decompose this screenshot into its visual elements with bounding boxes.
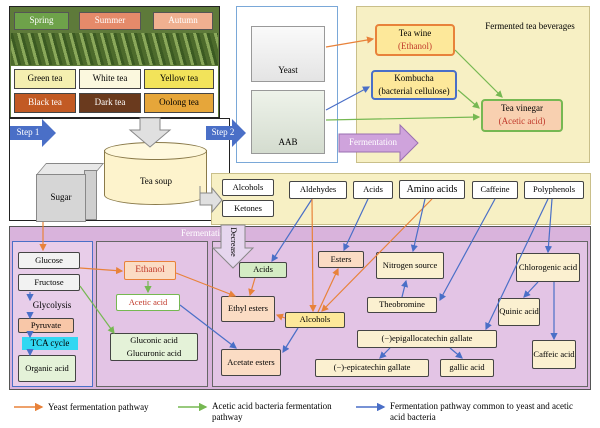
tea-vinegar-label: Tea vinegar	[500, 102, 544, 113]
step1-label: Step 1	[16, 127, 40, 138]
comp-polyphenols: Polyphenols	[524, 181, 584, 199]
node-glucuronic-acid: Glucuronic acid	[110, 347, 198, 361]
tea-black: Black tea	[14, 93, 76, 113]
arrow-decrease	[211, 224, 255, 269]
sub-panel-ethanol	[96, 241, 208, 387]
node-ecg: (−)-epicatechin gallate	[315, 359, 429, 377]
edge-aldehydes-acids	[271, 198, 313, 263]
edge-alcohols-acetate	[282, 327, 299, 354]
aab-label: AAB	[278, 137, 298, 148]
yeast-label: Yeast	[278, 65, 298, 76]
season-autumn: Autumn	[153, 12, 213, 30]
sugar-cube: Sugar	[36, 174, 86, 222]
lower-fermentation-title: Fermentation	[181, 228, 229, 239]
yeast-box	[251, 26, 325, 82]
node-esters: Esters	[318, 251, 364, 268]
tea-vinegar-sub: (Acetic acid)	[498, 115, 546, 126]
node-pyruvate: Pyruvate	[18, 318, 74, 333]
edge-chlorogenic-quinic	[523, 281, 539, 298]
node-acids: Acids	[239, 262, 287, 278]
tea-vinegar-box	[481, 99, 563, 132]
edge-yeast-wine	[325, 36, 375, 48]
node-gluconic-acid: Gluconic acid	[110, 333, 198, 347]
tea-yellow: Yellow tea	[144, 69, 214, 89]
edge-theobromine-nitrogen	[401, 279, 409, 298]
season-summer: Summer	[79, 12, 141, 30]
tea-soup-label: Tea soup	[139, 176, 173, 187]
legend-aab-text: Acetic acid bacteria fermentation pathwa…	[212, 401, 332, 422]
tea-green: Green tea	[14, 69, 76, 89]
edge-alcohols-esters	[317, 267, 339, 313]
edge-amino-alcohols	[321, 198, 433, 312]
edge-polyphenols-chlorogenic	[544, 198, 553, 254]
edge-glucose-ethanol	[79, 266, 124, 275]
legend-common-text: Fermentation pathway common to yeast and…	[390, 401, 573, 422]
edge-caffeine-theobromine	[439, 198, 496, 302]
tea-dark: Dark tea	[79, 93, 141, 113]
step2-label: Step 2	[211, 127, 235, 138]
edge-kombucha-vinegar	[457, 89, 480, 109]
comp-amino-acids: Amino acids	[399, 180, 465, 199]
tea-oolong: Oolong tea	[144, 93, 214, 113]
edge-ethanol-ethyl	[175, 272, 237, 298]
aab-box	[251, 90, 325, 154]
edge-acetic-acetate	[179, 304, 237, 349]
arrow-fermentation-shape	[338, 123, 419, 163]
edge-wine-vinegar	[454, 49, 503, 98]
edge-egcg-ecg	[379, 347, 391, 359]
comp-ketones: Ketones	[222, 200, 274, 217]
node-gallic-acid: gallic acid	[440, 359, 494, 377]
node-theobromine: Theobromine	[367, 297, 437, 313]
kombucha-box	[371, 70, 457, 100]
node-nitrogen-source: Nitrogen source	[376, 252, 444, 279]
kombucha-sub: (bacterial cellulose)	[378, 85, 450, 96]
tea-wine-sub: (Ethanol)	[398, 40, 432, 51]
node-egcg: (−)epigallocatechin gallate	[357, 330, 497, 348]
kombucha-label: Kombucha	[394, 72, 434, 83]
edge-egcg-gallic	[449, 347, 463, 359]
node-glycolysis: Glycolysis	[32, 299, 72, 310]
node-tca: TCA cycle	[22, 337, 78, 350]
arrow-tea-to-soup	[128, 117, 172, 148]
edge-alcohols-ethyl	[275, 313, 286, 321]
tea-white: White tea	[79, 69, 141, 89]
node-caffeic-acid: Caffeic acid	[532, 340, 576, 369]
node-alcohols: Alcohols	[285, 312, 345, 328]
node-acetic-acid: Acetic acid	[116, 294, 180, 311]
node-chlorogenic-acid: Chlorogenic acid	[516, 253, 580, 282]
edge-polyphenols-egcg	[485, 198, 549, 331]
edge-amino-nitrogen	[410, 198, 426, 253]
comp-alcohols: Alcohols	[222, 179, 274, 196]
tea-wine-label: Tea wine	[398, 27, 432, 38]
arrow-step2-shape	[206, 119, 246, 147]
edge-aab-vinegar	[325, 113, 481, 121]
node-acetate-esters: Acetate esters	[221, 349, 281, 376]
comp-aldehydes: Aldehydes	[289, 181, 347, 199]
edge-acids-ethyl	[248, 277, 256, 297]
edge-aab-kombucha	[325, 86, 371, 111]
tea-wine-box	[375, 24, 455, 56]
legend-yeast-text: Yeast fermentation pathway	[48, 402, 149, 412]
node-glucose: Glucose	[18, 252, 80, 269]
season-spring: Spring	[14, 12, 69, 30]
arrow-soup-to-components	[199, 186, 223, 214]
edge-aldehydes-alcohols	[309, 198, 317, 313]
comp-caffeine: Caffeine	[472, 181, 518, 199]
arrow-step1-shape	[10, 119, 56, 147]
node-organic-acid: Organic acid	[18, 355, 76, 382]
edge-acids-esters	[343, 198, 369, 252]
tea-leaves-photo	[11, 33, 218, 65]
node-ethanol: Ethanol	[124, 261, 176, 280]
comp-acids: Acids	[353, 181, 393, 199]
node-fructose: Fructose	[18, 274, 80, 291]
node-ethyl-esters: Ethyl esters	[221, 296, 275, 322]
node-quinic-acid: Quinic acid	[498, 298, 540, 326]
beverages-header: Fermented tea beverages	[485, 21, 575, 32]
decrease-label: Decrease	[229, 227, 239, 257]
edge-fructose-gluconic	[79, 285, 115, 334]
fermentation-arrow-label: Fermentation	[349, 137, 397, 148]
